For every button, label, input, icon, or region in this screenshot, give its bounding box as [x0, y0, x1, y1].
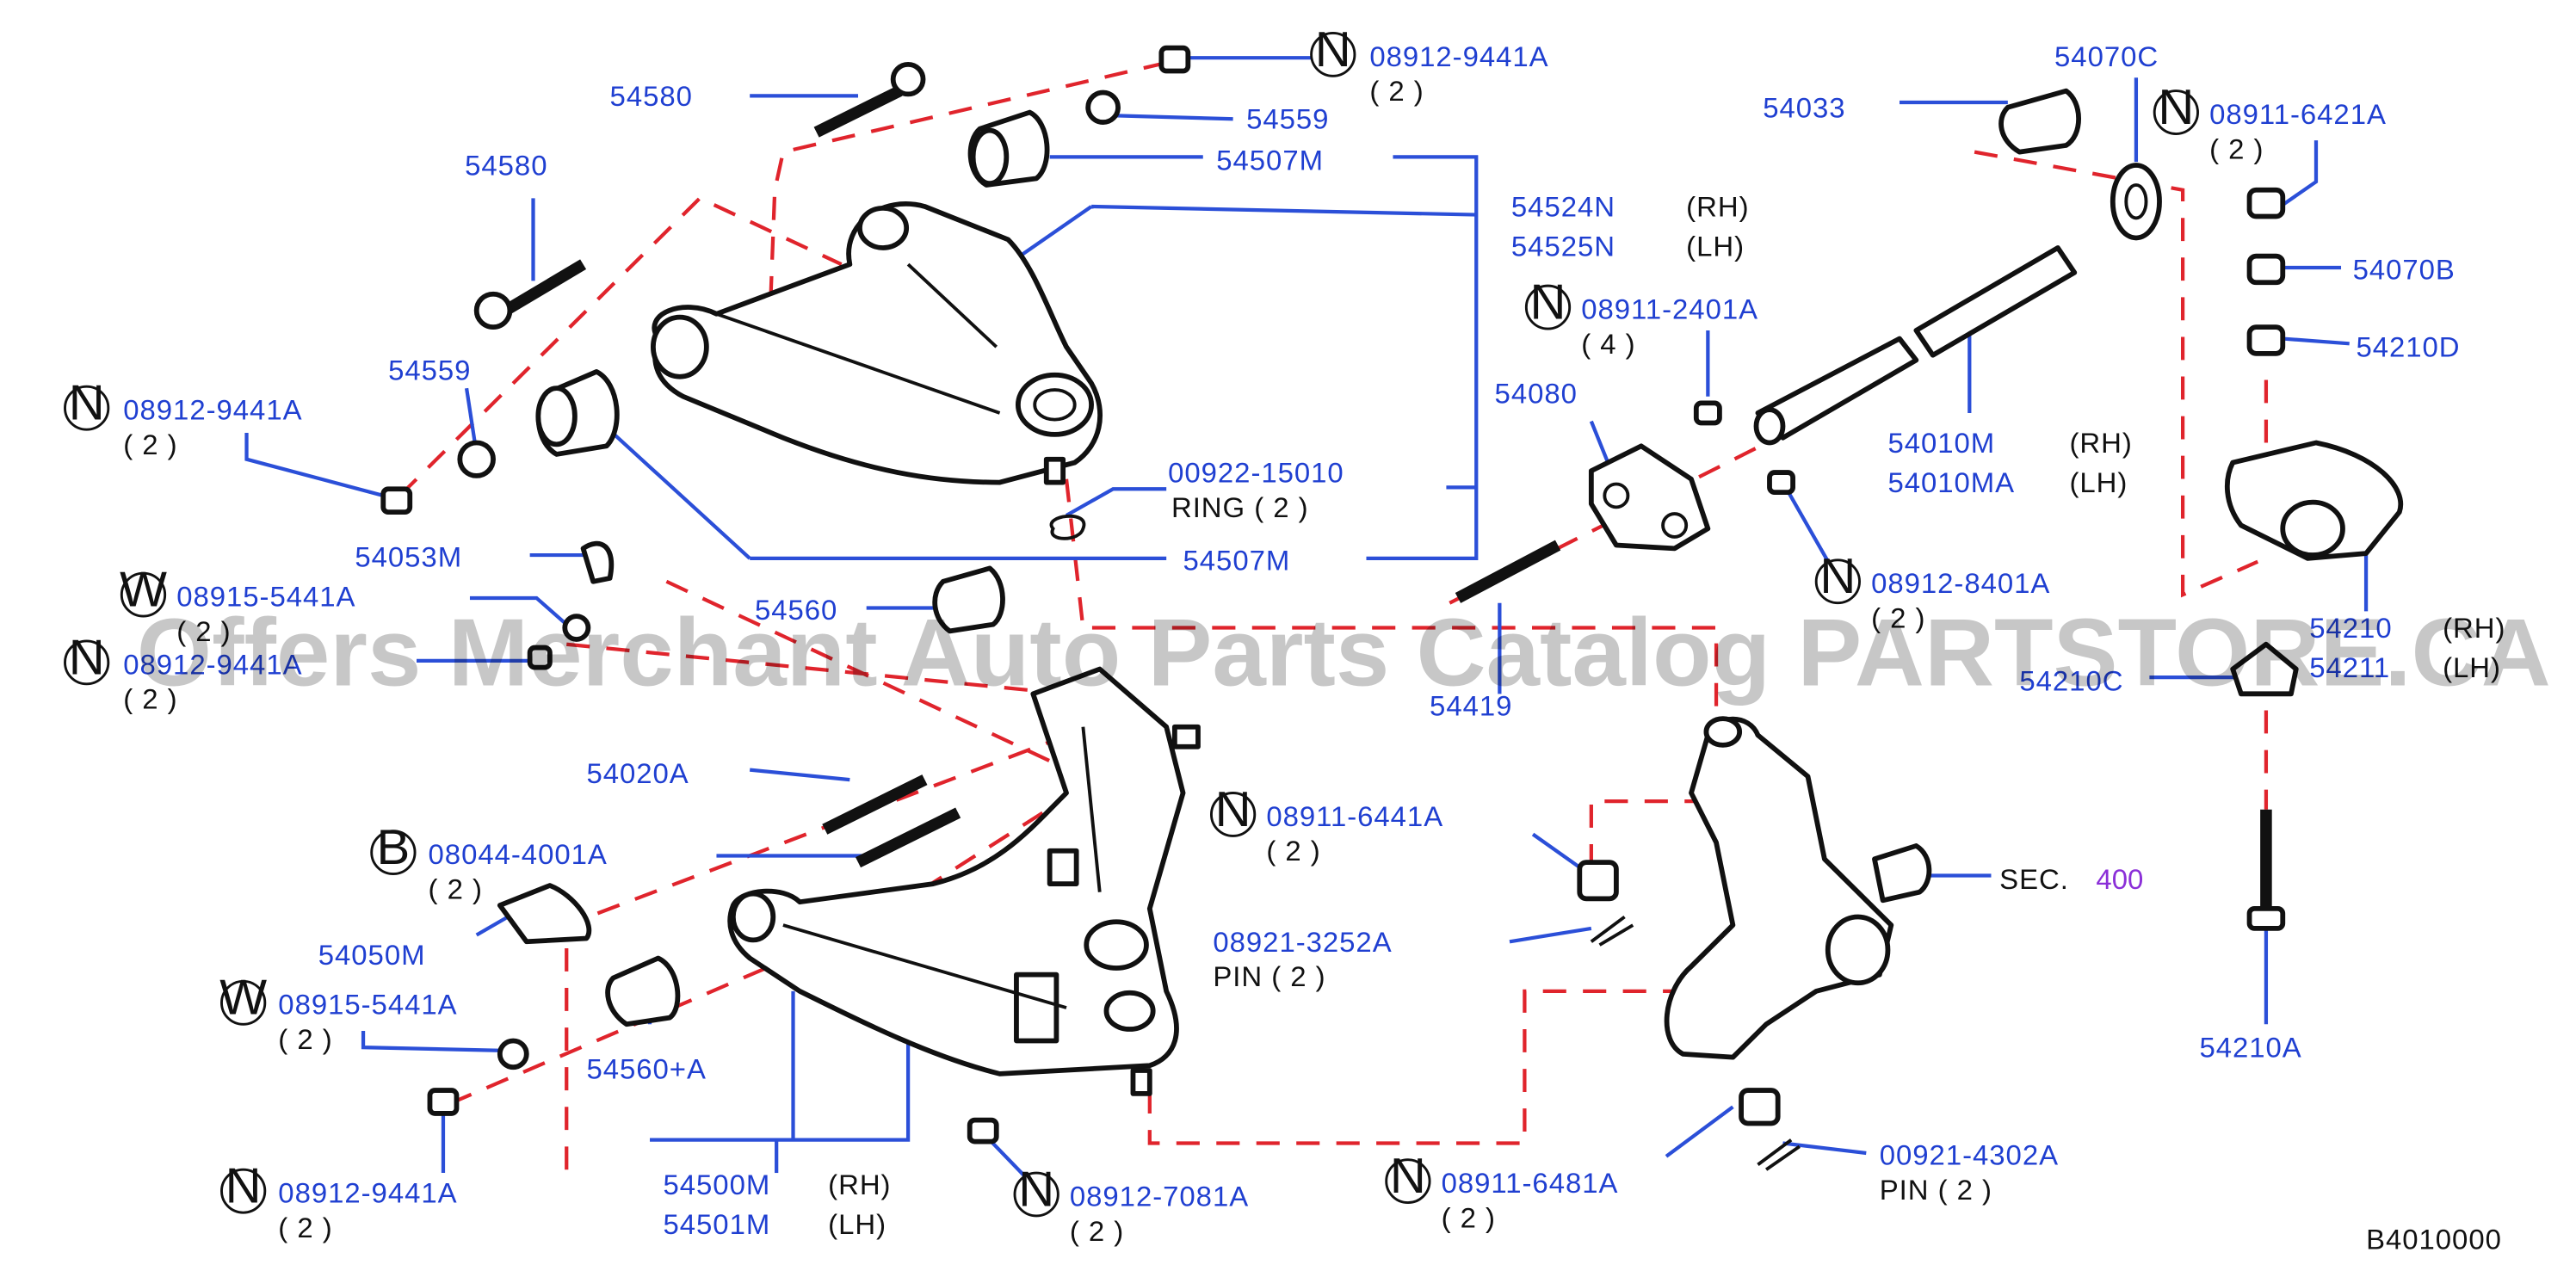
- part-label-54210d: 54210D: [2356, 331, 2460, 363]
- part-label-54210a: 54210A: [2199, 1032, 2301, 1064]
- part-label-54507m-top: 54507M: [1216, 145, 1324, 176]
- part-label-08912-8401a: 08912-8401A: [1871, 567, 2050, 599]
- part-label-08911-6481a: 08911-6481A: [1442, 1167, 1619, 1199]
- qty-08915-5441a-lower: ( 2 ): [278, 1023, 332, 1055]
- w-symbol: W: [120, 563, 167, 618]
- leader-lines: [244, 56, 2369, 1178]
- diagram-id: B4010000: [2366, 1223, 2502, 1255]
- n-symbol: N: [1018, 1163, 1054, 1218]
- lower-control-arm: [727, 666, 1201, 1096]
- part-label-08911-6421a: 08911-6421A: [2209, 98, 2387, 130]
- b-symbol: B: [377, 820, 411, 875]
- n-symbol: N: [1315, 22, 1351, 77]
- part-label-54053m: 54053M: [355, 541, 462, 573]
- section-ref-label: SEC.: [1999, 863, 2069, 895]
- side-54211: (LH): [2443, 651, 2501, 683]
- part-label-54501m: 54501M: [664, 1208, 771, 1240]
- part-label-54580-top: 54580: [610, 80, 693, 112]
- section-ref-number: 400: [2096, 863, 2143, 895]
- n-symbol: N: [2158, 80, 2194, 135]
- part-label-54020a: 54020A: [586, 757, 689, 789]
- qty-08911-6421a: ( 2 ): [2209, 133, 2264, 164]
- qty-08912-9441a-top: ( 2 ): [1369, 75, 1424, 107]
- part-label-08915-5441a-upper: 08915-5441A: [176, 581, 355, 613]
- part-label-08044-4001a: 08044-4001A: [429, 838, 608, 870]
- n-symbol: N: [1819, 549, 1856, 604]
- part-label-08911-6441a: 08911-6441A: [1266, 800, 1443, 832]
- part-label-54559-left: 54559: [388, 355, 471, 386]
- steering-knuckle: [1577, 716, 1932, 1171]
- qty-08912-9441a-bottom: ( 2 ): [278, 1212, 332, 1243]
- part-label-00921-4302a: 00921-4302A: [1880, 1139, 2059, 1171]
- upper-bushings: [535, 109, 1050, 457]
- left-small-parts: [527, 540, 1005, 670]
- side-54010ma: (LH): [2069, 466, 2128, 498]
- part-label-08912-9441a-top: 08912-9441A: [1369, 40, 1548, 72]
- part-label-08915-5441a-lower: 08915-5441A: [278, 989, 457, 1021]
- watermark-text: Offers Merchant Auto Parts Catalog PARTS…: [137, 599, 2551, 706]
- part-label-54080: 54080: [1495, 378, 1578, 410]
- side-54210: (RH): [2443, 612, 2505, 644]
- part-label-54210: 54210: [2309, 612, 2392, 644]
- part-label-08912-9441a-left: 08912-9441A: [123, 394, 302, 426]
- side-54524n: (RH): [1686, 191, 1749, 223]
- part-label-54070c: 54070C: [2054, 40, 2159, 72]
- side-54501m: (LH): [828, 1208, 886, 1240]
- w-symbol: W: [219, 971, 267, 1026]
- part-label-08911-2401a: 08911-2401A: [1581, 293, 1758, 325]
- part-label-54010m: 54010M: [1887, 427, 1995, 459]
- qty-08912-9441a-mid: ( 2 ): [123, 683, 177, 715]
- side-54525n: (LH): [1686, 231, 1745, 262]
- pin-note: PIN ( 2 ): [1213, 960, 1325, 992]
- part-label-54524n: 54524N: [1511, 191, 1615, 223]
- qty-08911-2401a: ( 4 ): [1581, 328, 1635, 360]
- part-label-54211: 54211: [2309, 651, 2390, 683]
- part-label-54070b: 54070B: [2353, 254, 2456, 286]
- part-label-54580-left: 54580: [465, 150, 547, 182]
- ring-note: RING ( 2 ): [1171, 491, 1309, 523]
- part-label-08921-3252a: 08921-3252A: [1213, 926, 1392, 958]
- part-label-54050m: 54050M: [318, 939, 426, 971]
- stabilizer-link: [2224, 440, 2404, 931]
- side-54010m: (RH): [2069, 427, 2132, 459]
- n-symbol: N: [1390, 1149, 1426, 1204]
- part-label-54560: 54560: [755, 594, 837, 626]
- upper-fasteners: [380, 45, 1191, 540]
- part-label-54559-top: 54559: [1246, 103, 1329, 135]
- qty-08911-6441a: ( 2 ): [1266, 835, 1320, 867]
- upper-control-arm: [650, 201, 1103, 485]
- symbol-circles: N N W N B W N N N N N N N: [64, 22, 2199, 1218]
- n-symbol: N: [69, 630, 105, 685]
- qty-08915-5441a-upper: ( 2 ): [176, 615, 231, 647]
- tension-rod-assembly: [1455, 245, 2078, 603]
- part-labels: 54580 54580 08912-9441A ( 2 ) 54559 5450…: [123, 40, 2505, 1255]
- pin-note-2: PIN ( 2 ): [1880, 1174, 1992, 1206]
- part-label-54419: 54419: [1430, 689, 1512, 721]
- part-label-08912-9441a-mid: 08912-9441A: [123, 648, 302, 680]
- right-upper-bushings: [1998, 88, 2286, 356]
- part-label-54500m: 54500M: [664, 1169, 771, 1200]
- n-symbol: N: [69, 376, 105, 431]
- part-label-54010ma: 54010MA: [1887, 466, 2015, 498]
- part-label-08912-7081a: 08912-7081A: [1070, 1181, 1249, 1212]
- n-symbol: N: [1530, 275, 1566, 330]
- part-label-54210c: 54210C: [2019, 665, 2123, 697]
- part-label-08912-9441a-bottom: 08912-9441A: [278, 1177, 457, 1209]
- qty-08911-6481a: ( 2 ): [1442, 1202, 1496, 1234]
- qty-08044-4001a: ( 2 ): [429, 873, 483, 904]
- part-label-54560-a: 54560+A: [586, 1053, 706, 1085]
- n-symbol: N: [225, 1159, 262, 1214]
- qty-08912-7081a: ( 2 ): [1070, 1215, 1124, 1247]
- part-label-00922-15010: 00922-15010: [1168, 457, 1344, 489]
- qty-08912-8401a: ( 2 ): [1871, 602, 1925, 634]
- part-label-54525n: 54525N: [1511, 231, 1615, 262]
- lower-fasteners: [427, 774, 999, 1144]
- part-label-54507m-bottom: 54507M: [1183, 544, 1291, 576]
- side-54500m: (RH): [828, 1169, 891, 1200]
- n-symbol: N: [1215, 782, 1251, 837]
- part-label-54033: 54033: [1763, 91, 1845, 123]
- qty-08912-9441a-left: ( 2 ): [123, 429, 177, 460]
